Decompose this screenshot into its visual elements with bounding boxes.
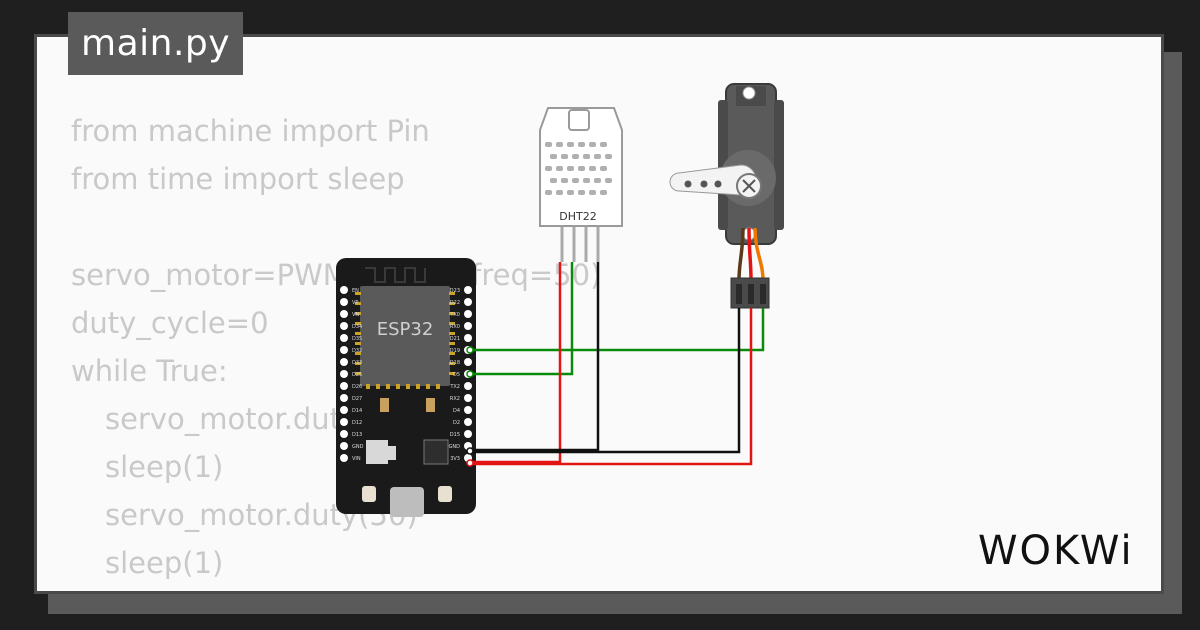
- wire-servo-vcc[interactable]: [470, 308, 753, 466]
- pin-label: D18: [450, 360, 460, 366]
- pin-label: D32: [352, 348, 362, 354]
- pin-label: VIN: [352, 456, 361, 462]
- pin-hole[interactable]: [464, 394, 472, 402]
- pin-label: D14: [352, 408, 362, 414]
- pin-hole[interactable]: [464, 334, 472, 342]
- pin-label: D2: [453, 420, 460, 426]
- pin-hole[interactable]: [464, 382, 472, 390]
- code-line: sleep(1): [105, 450, 224, 484]
- pin-hole[interactable]: [340, 334, 348, 342]
- regulator: [366, 440, 388, 464]
- pin-hole[interactable]: [340, 394, 348, 402]
- pin-label: D19: [450, 348, 460, 354]
- pin-label: D33: [352, 360, 362, 366]
- wire-servo-signal[interactable]: [470, 308, 765, 352]
- esp32-module: [360, 286, 450, 386]
- pin-label: D34: [352, 324, 362, 330]
- file-tab[interactable]: main.py: [68, 12, 244, 75]
- antenna-trace: [365, 267, 426, 283]
- pin-hole[interactable]: [340, 298, 348, 306]
- pin-hole[interactable]: [340, 430, 348, 438]
- pin-hole[interactable]: [340, 322, 348, 330]
- pin-label: D25: [352, 372, 362, 378]
- capacitor: [426, 398, 435, 412]
- boot-button[interactable]: [438, 486, 452, 502]
- code-line: from machine import Pin: [71, 114, 430, 148]
- wire-dht-vcc[interactable]: [470, 262, 562, 464]
- dht22-vents: [545, 142, 612, 195]
- pin-label: EN: [352, 288, 359, 294]
- pin-label: RX2: [450, 396, 460, 402]
- pin-label: D26: [352, 384, 362, 390]
- pin-label: TX0: [449, 312, 460, 318]
- wire-servo-gnd[interactable]: [470, 308, 741, 454]
- esp32-board[interactable]: ESP32 ENVPVND34D35D32D33D25D26D27D14D12D…: [336, 258, 476, 517]
- pin-hole[interactable]: [340, 310, 348, 318]
- code-line: from time import sleep: [71, 162, 405, 196]
- pin-hole[interactable]: [464, 430, 472, 438]
- pin-hole[interactable]: [340, 454, 348, 462]
- code-line: while True:: [71, 354, 228, 388]
- dht22-label: DHT22: [559, 210, 596, 223]
- pin-label: VP: [352, 300, 358, 306]
- pin-hole[interactable]: [464, 310, 472, 318]
- pin-hole[interactable]: [340, 286, 348, 294]
- code-line: sleep(1): [105, 546, 224, 580]
- wire-dht-data[interactable]: [470, 262, 574, 376]
- pin-hole[interactable]: [464, 298, 472, 306]
- pin-label: D23: [450, 288, 460, 294]
- pin-label: D35: [352, 336, 362, 342]
- wires[interactable]: [470, 262, 765, 466]
- usb-port: [390, 487, 424, 517]
- pin-hole[interactable]: [340, 370, 348, 378]
- pin-hole[interactable]: [464, 418, 472, 426]
- pin-hole[interactable]: [340, 382, 348, 390]
- pin-hole[interactable]: [340, 346, 348, 354]
- dht22-sensor[interactable]: DHT22: [539, 107, 623, 262]
- pin-label: RX0: [450, 324, 460, 330]
- pin-label: D21: [450, 336, 460, 342]
- pin-hole[interactable]: [464, 406, 472, 414]
- wire-endpoints: [466, 346, 474, 467]
- wire-dht-gnd[interactable]: [470, 262, 600, 452]
- reset-button[interactable]: [362, 486, 376, 502]
- code-line: duty_cycle=0: [71, 306, 269, 340]
- pin-hole[interactable]: [340, 358, 348, 366]
- servo-mount-hole: [742, 86, 756, 100]
- wokwi-logo: WOKWi: [978, 528, 1134, 574]
- pin-label: D27: [352, 396, 362, 402]
- pin-hole[interactable]: [340, 442, 348, 450]
- pin-hole[interactable]: [464, 286, 472, 294]
- pin-label: TX2: [449, 384, 460, 390]
- pin-label: GND: [449, 444, 461, 450]
- pin-label: GND: [352, 444, 364, 450]
- module-pads: [355, 292, 455, 389]
- esp32-label: ESP32: [377, 319, 434, 340]
- capacitor: [380, 398, 389, 412]
- pin-hole[interactable]: [464, 358, 472, 366]
- pin-hole[interactable]: [464, 322, 472, 330]
- pin-label: D4: [453, 408, 460, 414]
- regulator-tab: [388, 446, 396, 460]
- pin-hole[interactable]: [340, 418, 348, 426]
- pin-label: D5: [453, 372, 460, 378]
- pin-label: 3V3: [450, 456, 460, 462]
- servo-motor[interactable]: [669, 83, 784, 309]
- dht22-mount-hole: [568, 109, 590, 131]
- pin-label: D12: [352, 420, 362, 426]
- usb-chip: [423, 439, 449, 465]
- pin-label: VN: [352, 312, 359, 318]
- pin-label: D13: [352, 432, 362, 438]
- pin-label: D22: [450, 300, 460, 306]
- pin-hole[interactable]: [340, 406, 348, 414]
- code-preview: from machine import Pin from time import …: [71, 107, 601, 591]
- pin-label: D15: [450, 432, 460, 438]
